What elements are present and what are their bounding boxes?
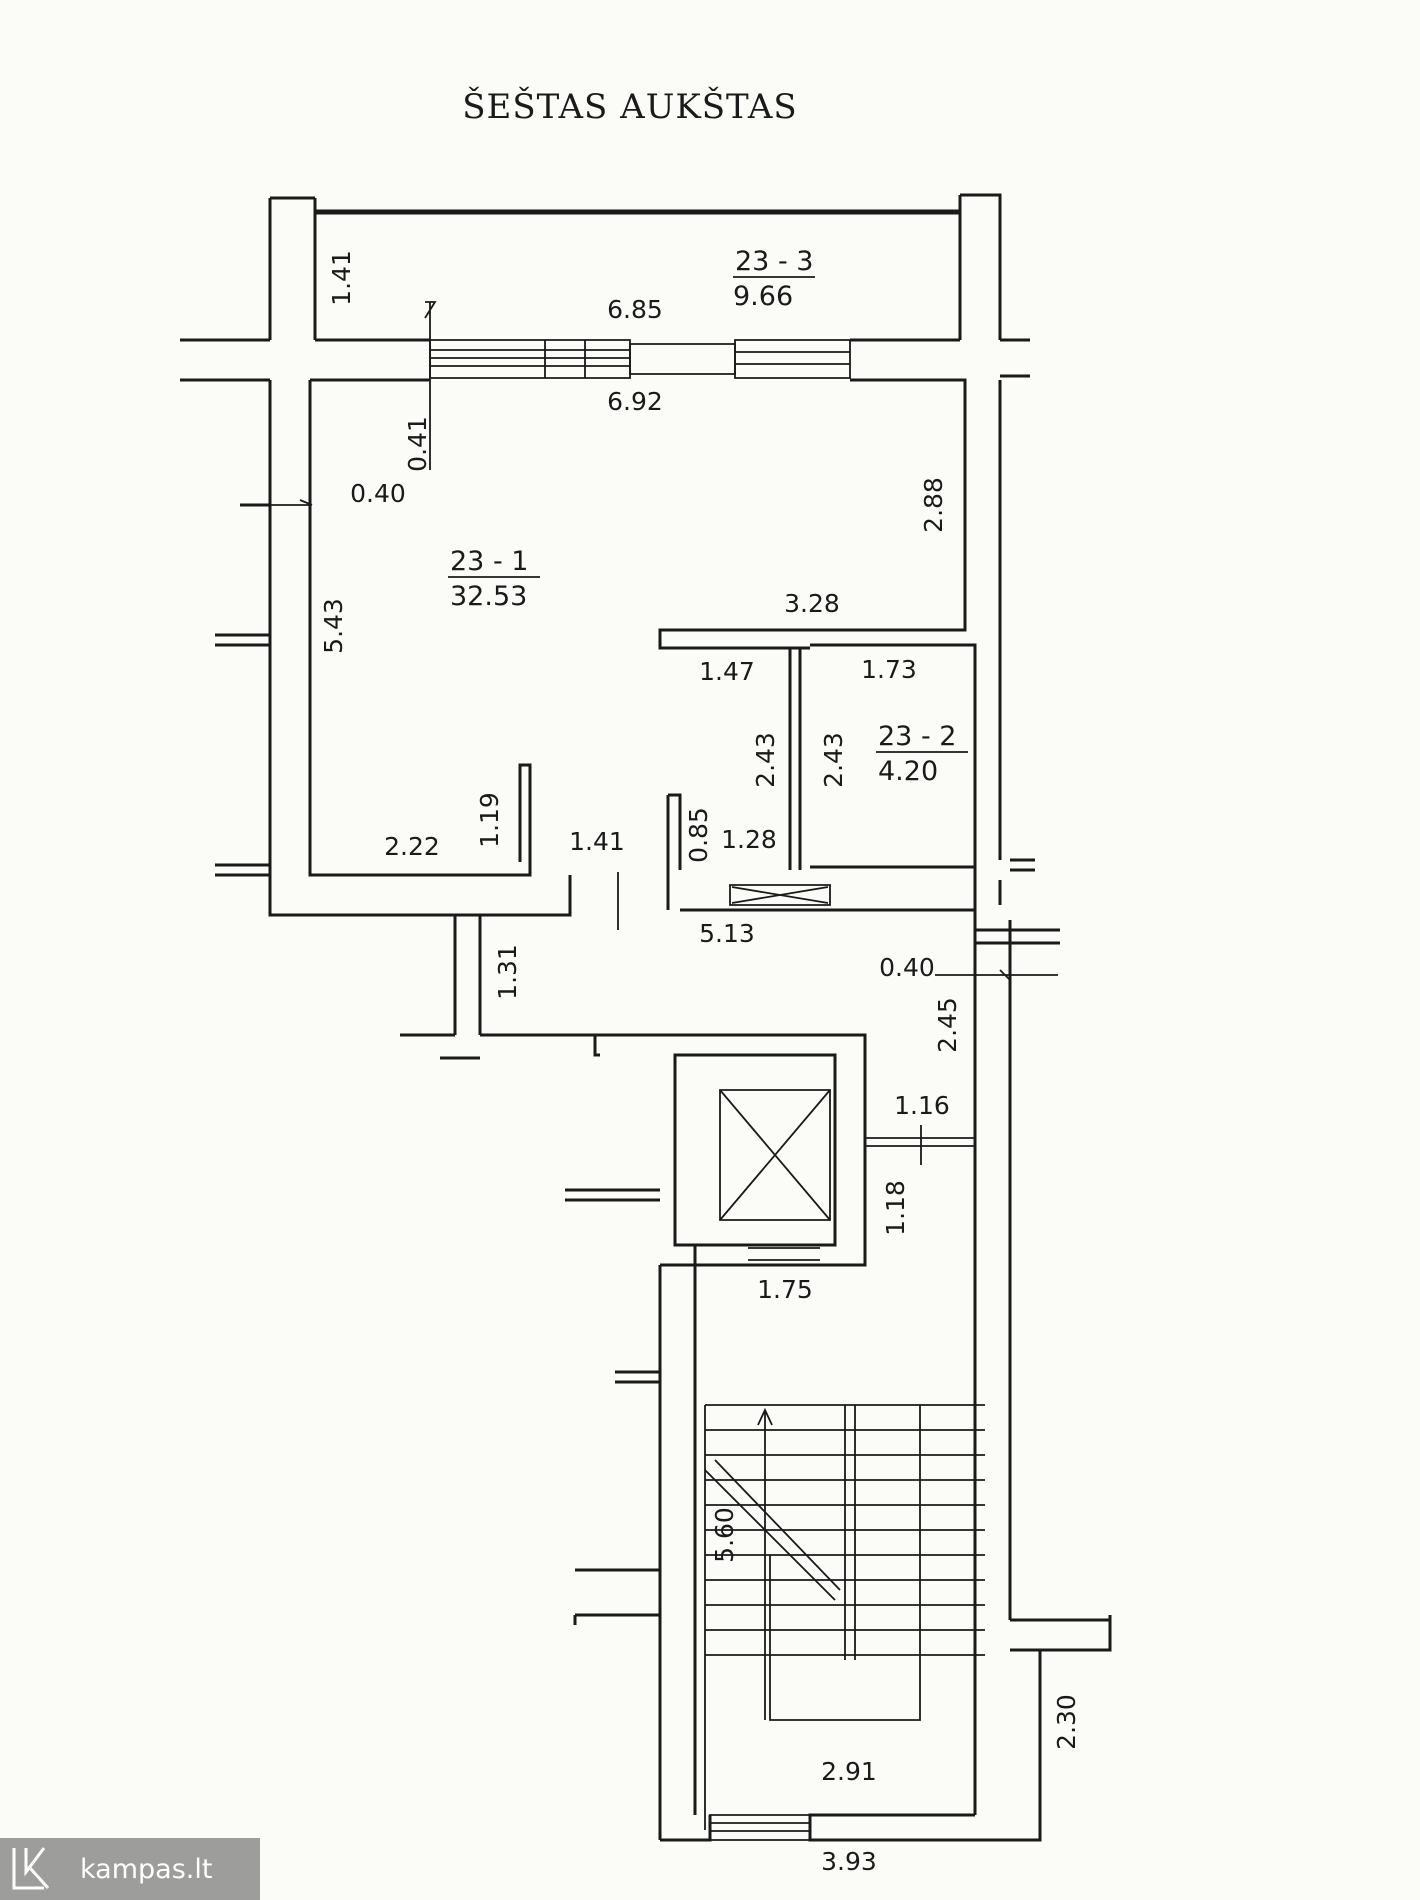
dim-bath-width: 1.73	[861, 655, 917, 684]
dim-door-width: 1.41	[569, 827, 625, 856]
entry-door	[729, 884, 831, 906]
balcony-left-wall	[268, 196, 317, 340]
dim-room1-inner-width: 3.28	[784, 589, 840, 618]
left-wall-stubs	[215, 633, 270, 877]
marker-0-41	[424, 301, 437, 470]
stair-up-arrow	[757, 1407, 773, 1720]
corridor-right-arrow-stub	[975, 928, 1060, 945]
room-23-2: 23 - 2 4.20	[876, 721, 968, 787]
stair-stringers	[769, 1405, 921, 1660]
dim-stair-length: 5.60	[710, 1507, 739, 1563]
dim-stair-width-outer: 3.93	[821, 1847, 877, 1876]
marker-0-40-right	[935, 969, 1058, 981]
dim-room1-width-top: 6.92	[607, 387, 663, 416]
dim-lift-width: 1.75	[757, 1275, 813, 1304]
stair-flights	[704, 1404, 985, 1830]
stair-right-wall	[973, 1020, 1012, 1815]
window-left	[429, 339, 631, 379]
dim-corridor-height: 1.31	[493, 944, 522, 1000]
dim-lift-hall-width: 1.16	[894, 1091, 950, 1120]
dim-stair-width-inner: 2.91	[821, 1757, 877, 1786]
lift-door	[748, 1247, 820, 1261]
stair-bottom-window	[709, 1814, 811, 1841]
room1-top-right	[310, 378, 967, 650]
dim-wall-thickness-top: 0.41	[403, 416, 432, 472]
stair-outer-bottom-left	[660, 1815, 712, 1842]
dim-wall-thickness-left: 0.40	[350, 479, 406, 508]
lift-cab	[719, 1089, 831, 1221]
marker-0-40-left	[240, 499, 313, 506]
stair-outer-bottom	[808, 1650, 1042, 1842]
stair-left-stub-1	[565, 1188, 660, 1202]
dim-hall-height: 2.43	[751, 732, 780, 788]
room-23-3-area: 9.66	[733, 281, 793, 312]
kampas-logo-icon	[12, 1847, 50, 1890]
bathroom-walls	[810, 643, 977, 869]
lift-shaft	[673, 1053, 837, 1247]
corridor-bottom-left	[400, 1033, 597, 1060]
lift-hall-window	[865, 1137, 975, 1147]
corridor-right-stub	[973, 858, 1035, 905]
dim-closet-height: 0.85	[684, 807, 713, 863]
dim-room1-left-height: 5.43	[319, 598, 348, 654]
corridor-left-jamb	[453, 913, 482, 1035]
left-slab	[180, 338, 270, 382]
room-23-1: 23 - 1 32.53	[448, 546, 540, 612]
watermark-text: kampas.lt	[80, 1854, 212, 1885]
stair-landing	[769, 1660, 921, 1721]
dim-room1-right-height: 2.88	[919, 477, 948, 533]
room-23-1-id: 23 - 1	[450, 546, 528, 577]
dimension-markers	[240, 301, 1058, 1165]
dimension-labels: 1.41 6.85 6.92 0.41 0.40 2.88 5.43 3.28 …	[319, 250, 1081, 1876]
stair-frame	[704, 1404, 985, 1830]
window-pier	[629, 343, 736, 375]
stair-left-stub-2	[615, 1370, 662, 1384]
stair-right-stub	[1010, 1615, 1112, 1652]
dim-bath-height: 2.43	[819, 732, 848, 788]
stair-treads	[705, 1429, 985, 1656]
balcony-right-wall	[958, 193, 1002, 340]
dim-balcony-width: 6.85	[607, 295, 663, 324]
dim-corridor-right-height: 2.45	[933, 997, 962, 1053]
room-23-2-area: 4.20	[878, 756, 938, 787]
dim-stair-height: 2.30	[1052, 1694, 1081, 1750]
stair-break-line	[704, 1459, 841, 1601]
floor-title: ŠEŠTAS AUKŠTAS	[462, 86, 797, 127]
dim-corridor-width: 5.13	[699, 919, 755, 948]
room1-left	[308, 380, 532, 877]
dim-hall-width: 1.47	[699, 657, 755, 686]
stair-left-stub-3	[573, 1568, 660, 1625]
room-23-2-id: 23 - 2	[878, 721, 956, 752]
dim-entry-stub: 1.19	[475, 792, 504, 848]
dim-wall-thickness-right: 0.40	[879, 953, 935, 982]
dim-lift-hall-height: 1.18	[881, 1180, 910, 1236]
dim-room1-bottom-width: 2.22	[384, 832, 440, 861]
watermark: kampas.lt	[0, 1838, 260, 1900]
closet-wall	[666, 793, 682, 910]
room-23-3: 23 - 3 9.66	[733, 246, 815, 312]
outer-left	[268, 380, 572, 917]
window-left-lines	[430, 340, 630, 378]
corridor-right	[973, 910, 1012, 1030]
room-23-1-area: 32.53	[450, 581, 527, 612]
dim-closet-width: 1.28	[721, 825, 777, 854]
stair-left-wall	[658, 1265, 697, 1815]
room-23-3-id: 23 - 3	[735, 246, 813, 277]
window-right	[734, 339, 851, 379]
lift-block-outer	[593, 1033, 867, 1267]
walls	[180, 193, 1112, 1842]
dim-balcony-depth: 1.41	[327, 250, 356, 306]
hall-partition	[788, 646, 810, 870]
